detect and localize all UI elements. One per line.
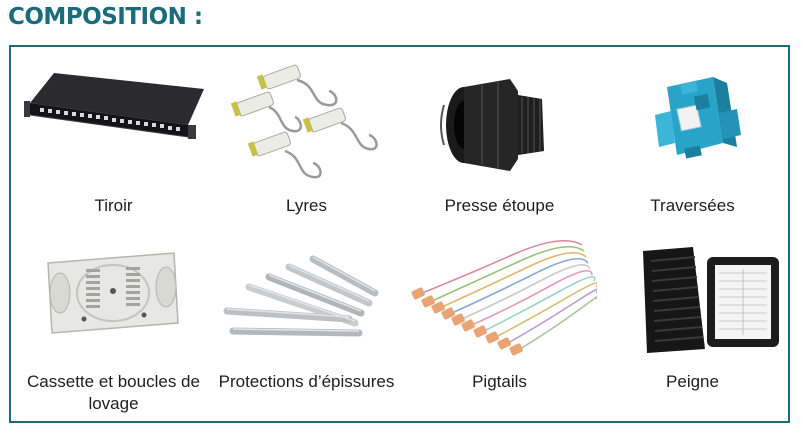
item-label: Traversées <box>650 196 735 215</box>
lyre-clips-icon <box>230 64 378 179</box>
item-label: Peigne <box>666 372 719 391</box>
composition-frame: Tiroir Lyres <box>9 45 790 423</box>
item-label: Lyres <box>286 196 327 215</box>
splice-cassette-icon <box>47 252 179 334</box>
cable-gland-icon <box>440 79 544 171</box>
fiber-adapter-icon <box>655 77 741 159</box>
item-label: Protections d’épissures <box>218 372 395 391</box>
splice-protection-sleeves-icon <box>223 255 379 337</box>
splice-comb-icon <box>643 247 779 353</box>
page-title: COMPOSITION : <box>8 4 203 30</box>
pigtails-icon <box>411 239 597 356</box>
item-label: Cassette et boucles de lovage <box>27 372 200 413</box>
patch-panel-drawer-icon <box>24 73 204 139</box>
item-label: Presse étoupe <box>444 196 555 215</box>
item-label: Tiroir <box>94 196 133 215</box>
item-label: Pigtails <box>472 372 527 391</box>
